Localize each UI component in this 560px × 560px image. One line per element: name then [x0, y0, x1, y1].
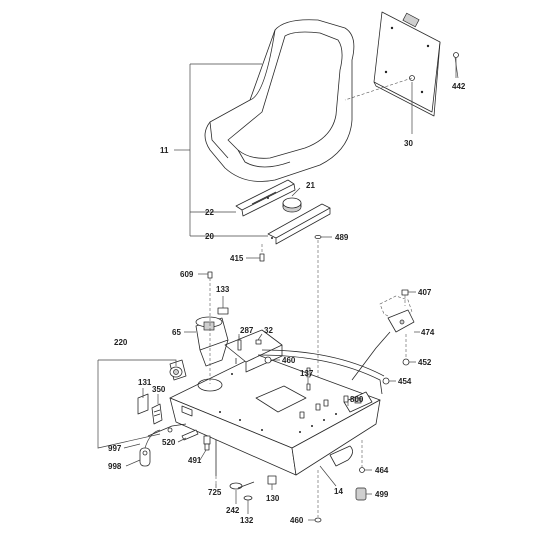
- seat: [204, 19, 355, 182]
- label-460-top: 460: [282, 356, 296, 365]
- label-30: 30: [404, 139, 413, 148]
- screw-491: [203, 435, 211, 451]
- nut-130: [267, 475, 277, 485]
- label-22: 22: [205, 208, 214, 217]
- label-491: 491: [188, 456, 202, 465]
- spring-350: [151, 403, 163, 425]
- label-65: 65: [172, 328, 181, 337]
- screw-32: [255, 339, 262, 345]
- bolt-609: [207, 271, 213, 384]
- seat-switch: [169, 359, 187, 381]
- label-14: 14: [334, 487, 343, 496]
- label-242: 242: [226, 506, 240, 515]
- label-350: 350: [152, 385, 166, 394]
- washer-489: [314, 234, 322, 380]
- label-998: 998: [108, 462, 122, 471]
- label-131: 131: [138, 378, 152, 387]
- screw-287: [237, 336, 242, 351]
- clip-133: [217, 307, 229, 315]
- label-800: 800: [350, 395, 364, 404]
- part-labels: 442 30 11 21 22 20 489 415 609 133 65 28…: [108, 82, 466, 525]
- label-130: 130: [266, 494, 280, 503]
- label-137: 137: [300, 369, 314, 378]
- nut-464: [359, 440, 365, 473]
- label-132: 132: [240, 516, 254, 525]
- latch-assembly: [351, 295, 415, 381]
- bolt-415: [259, 244, 265, 262]
- label-133: 133: [216, 285, 230, 294]
- label-32: 32: [264, 326, 273, 335]
- washer-460-top: [264, 356, 272, 364]
- label-20: 20: [205, 232, 214, 241]
- label-415: 415: [230, 254, 244, 263]
- label-489: 489: [335, 233, 349, 242]
- bolt-242: [229, 481, 255, 490]
- nut-452: [402, 334, 410, 366]
- label-460-bottom: 460: [290, 516, 304, 525]
- label-452: 452: [418, 358, 432, 367]
- bolt-group: [299, 367, 349, 419]
- adjust-knob-21: [282, 197, 302, 213]
- label-442: 442: [452, 82, 466, 91]
- label-454: 454: [398, 377, 412, 386]
- key-998: [139, 429, 161, 467]
- cap-499: [355, 487, 367, 501]
- label-725: 725: [208, 488, 222, 497]
- bolt-407: [401, 289, 409, 306]
- label-21: 21: [306, 181, 315, 190]
- washer-132: [243, 495, 253, 501]
- label-11: 11: [160, 146, 169, 155]
- label-464: 464: [375, 466, 389, 475]
- label-520: 520: [162, 438, 176, 447]
- washer-454: [382, 377, 390, 385]
- label-220: 220: [114, 338, 128, 347]
- seat-frame: [169, 329, 385, 476]
- washer-460-bottom: [314, 470, 322, 523]
- leader-lines: [97, 58, 457, 521]
- pin-520: [181, 429, 199, 441]
- screw-442: [344, 52, 459, 101]
- wire-997: [147, 423, 187, 437]
- bracket-131: [137, 393, 149, 415]
- label-287: 287: [240, 326, 254, 335]
- seat-rail-22: [235, 179, 296, 217]
- seat-rail-20: [267, 203, 331, 245]
- label-474: 474: [421, 328, 435, 337]
- backrest-panel: [373, 11, 441, 117]
- label-997: 997: [108, 444, 122, 453]
- label-407: 407: [418, 288, 432, 297]
- label-499: 499: [375, 490, 389, 499]
- label-609: 609: [180, 270, 194, 279]
- cup-holder: [195, 316, 229, 367]
